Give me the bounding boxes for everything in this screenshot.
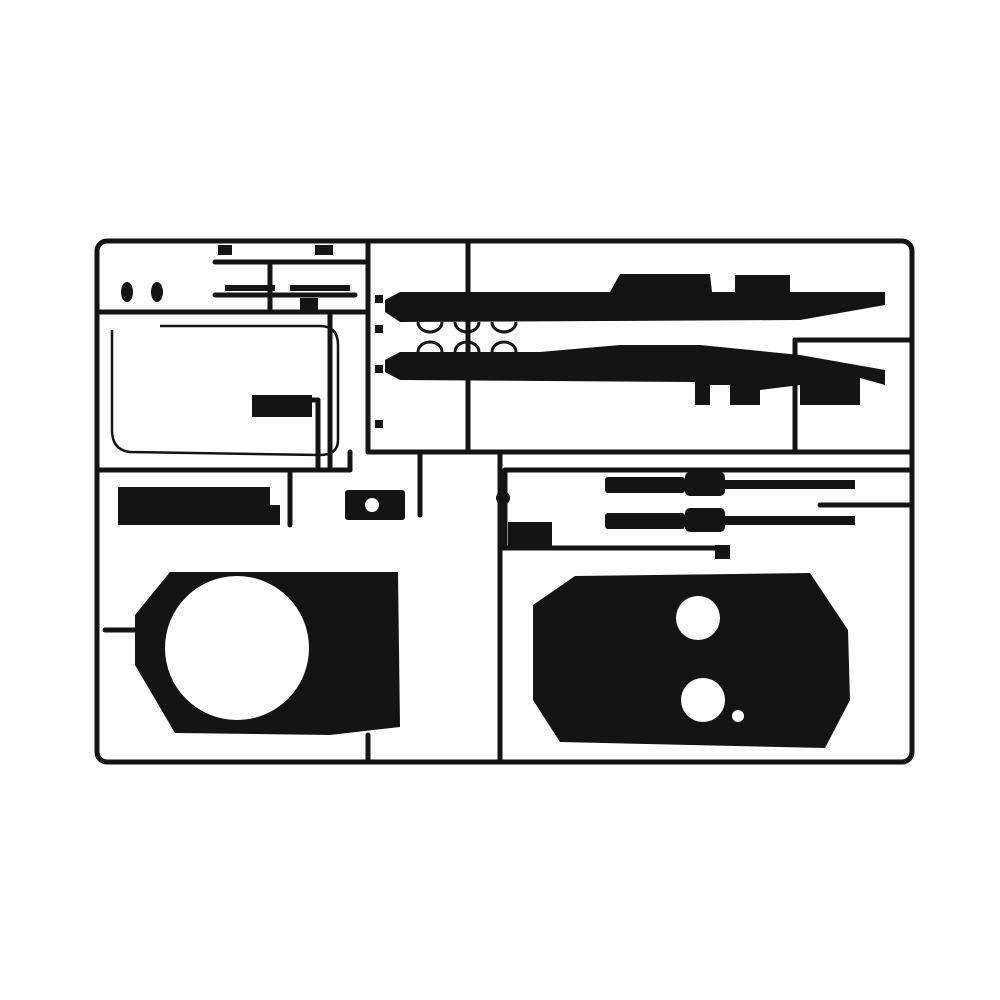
gun-barrel-parts bbox=[496, 472, 855, 559]
hull-part bbox=[533, 573, 850, 748]
sprue-frame bbox=[94, 238, 915, 765]
bracket-parts bbox=[118, 487, 405, 525]
track-guard-parts bbox=[385, 274, 885, 405]
small-parts-top-left bbox=[121, 245, 383, 428]
antenna-wire-part bbox=[110, 324, 340, 457]
turret-part bbox=[135, 572, 400, 735]
